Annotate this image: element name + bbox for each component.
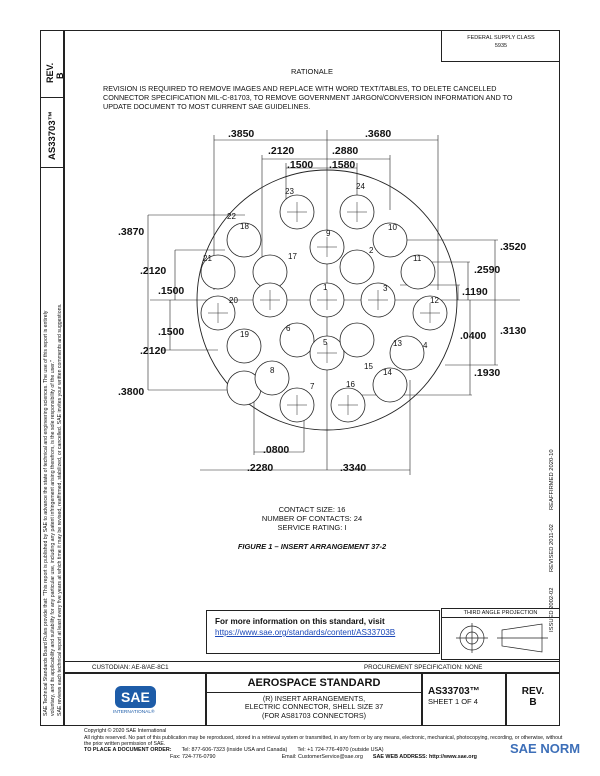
order-info: TO PLACE A DOCUMENT ORDER: Tel: 877-606-… bbox=[84, 747, 477, 761]
standard-desc-1: (R) INSERT ARRANGEMENTS, bbox=[262, 694, 366, 703]
contact-label-5: 5 bbox=[323, 338, 328, 347]
dim-1500: .1500 bbox=[287, 159, 314, 171]
rights-statement: All rights reserved. No part of this pub… bbox=[84, 734, 563, 748]
contact-label-3: 3 bbox=[383, 284, 388, 293]
number-of-contacts: NUMBER OF CONTACTS: 24 bbox=[261, 514, 363, 523]
projection-label: THIRD ANGLE PROJECTION bbox=[442, 609, 559, 618]
contact-label-12: 12 bbox=[430, 296, 439, 305]
contact-label-19: 19 bbox=[240, 330, 249, 339]
contact-label-9: 9 bbox=[326, 229, 331, 238]
dim-top-left: .3850 bbox=[228, 128, 255, 140]
contact-size: CONTACT SIZE: 16 bbox=[278, 505, 346, 514]
dim-bottom-0800: .0800 bbox=[263, 444, 290, 456]
info-box-title: For more information on this standard, v… bbox=[215, 617, 385, 626]
order-label: TO PLACE A DOCUMENT ORDER: bbox=[84, 747, 172, 753]
email[interactable]: Email: CustomerService@sae.org bbox=[281, 753, 363, 760]
contact-label-24: 24 bbox=[356, 182, 365, 191]
dim-left-1500b: .1500 bbox=[158, 326, 185, 338]
dim-left-3800: .3800 bbox=[118, 386, 145, 398]
dim-left-1500a: .1500 bbox=[158, 285, 185, 297]
dim-top-right: .3680 bbox=[365, 128, 392, 140]
fed-supply-class: FEDERAL SUPPLY CLASS bbox=[467, 35, 535, 41]
left-margin-notice: SAE Technical Standards Board Rules prov… bbox=[40, 168, 64, 726]
contact-label-17: 17 bbox=[288, 252, 297, 261]
sheet-number: SHEET 1 OF 4 bbox=[428, 697, 478, 706]
contact-label-11: 11 bbox=[413, 254, 422, 263]
tel-outside: Tel: +1 724-776-4970 (outside USA) bbox=[297, 747, 384, 753]
dim-right-2590: .2590 bbox=[474, 264, 501, 276]
contact-label-4: 4 bbox=[423, 341, 428, 350]
tel-inside: Tel: 877-606-7323 (inside USA and Canada… bbox=[181, 747, 288, 753]
fax: Fax: 724-776-0790 bbox=[170, 753, 216, 760]
contact-label-10: 10 bbox=[388, 223, 397, 232]
copyright-block: Copyright © 2020 SAE International All r… bbox=[84, 728, 564, 748]
dim-right-1190: .1190 bbox=[462, 286, 488, 298]
dim-right-0400: .0400 bbox=[460, 330, 487, 342]
service-rating: SERVICE RATING: I bbox=[277, 523, 347, 532]
contact-label-2: 2 bbox=[369, 246, 374, 255]
rationale-text: REVISION IS REQUIRED TO REMOVE IMAGES AN… bbox=[103, 84, 513, 111]
projection-symbol bbox=[456, 623, 548, 653]
dim-right-1930: .1930 bbox=[474, 367, 501, 379]
dim-2120: .2120 bbox=[268, 145, 295, 157]
doc-number-cell: AS33703™ SHEET 1 OF 4 bbox=[422, 673, 506, 726]
title-cell: AEROSPACE STANDARD (R) INSERT ARRANGEMEN… bbox=[206, 673, 422, 726]
standard-link[interactable]: https://www.sae.org/standards/content/AS… bbox=[215, 628, 396, 637]
contact-label-13: 13 bbox=[393, 339, 402, 348]
standard-desc-3: (FOR AS81703 CONNECTORS) bbox=[261, 710, 367, 720]
web-address[interactable]: SAE WEB ADDRESS: http://www.sae.org bbox=[372, 753, 477, 760]
fed-supply-number: 5935 bbox=[494, 43, 508, 49]
contact-label-15: 15 bbox=[364, 362, 373, 371]
dim-bottom-2280: .2280 bbox=[247, 462, 274, 474]
contact-label-20: 20 bbox=[229, 296, 238, 305]
dim-left-2120b: .2120 bbox=[140, 345, 167, 357]
cavity-centerlines bbox=[208, 202, 440, 415]
dim-1580: .1580 bbox=[329, 159, 356, 171]
doc-number-box: AS33703™ bbox=[40, 98, 64, 168]
third-angle-projection-box: THIRD ANGLE PROJECTION bbox=[441, 608, 560, 660]
rev-box: REV. B bbox=[40, 30, 65, 98]
footer-doc-number: AS33703™ bbox=[428, 686, 480, 697]
dim-bottom-3340: .3340 bbox=[340, 462, 367, 474]
standard-desc-2: ELECTRIC CONNECTOR, SHELL SIZE 37 bbox=[244, 702, 384, 712]
dim-2880: .2880 bbox=[332, 145, 359, 157]
footer-rev-label: REV. bbox=[521, 686, 545, 697]
contact-label-1: 1 bbox=[323, 283, 328, 292]
sae-logo: SAE bbox=[115, 686, 156, 708]
contact-label-16: 16 bbox=[346, 380, 355, 389]
dim-left-2120a: .2120 bbox=[140, 265, 167, 277]
sae-logo-cell: SAE INTERNATIONAL® bbox=[64, 673, 206, 726]
dim-right-3130: .3130 bbox=[500, 325, 527, 337]
custodian: CUSTODIAN: AE-8/AE-8C1 bbox=[92, 664, 169, 671]
sae-logo-sub: INTERNATIONAL® bbox=[113, 710, 155, 715]
fed-supply-box: FEDERAL SUPPLY CLASS 5935 bbox=[441, 30, 560, 62]
contact-label-23: 23 bbox=[285, 187, 294, 196]
rationale-title: RATIONALE bbox=[291, 67, 333, 76]
footer-rev-value: B bbox=[529, 697, 537, 708]
procurement-spec: PROCUREMENT SPECIFICATION: NONE bbox=[364, 664, 483, 671]
contact-label-14: 14 bbox=[383, 368, 392, 377]
info-box: For more information on this standard, v… bbox=[206, 610, 440, 654]
dim-left-3870: .3870 bbox=[118, 226, 145, 238]
contact-label-22: 22 bbox=[227, 212, 236, 221]
copyright: Copyright © 2020 SAE International bbox=[84, 728, 167, 734]
watermark: SAE NORM bbox=[510, 741, 581, 756]
standard-title: AEROSPACE STANDARD bbox=[207, 674, 421, 693]
contact-label-21: 21 bbox=[203, 254, 212, 263]
contact-label-8: 8 bbox=[270, 366, 275, 375]
contact-label-6: 6 bbox=[286, 324, 291, 333]
custodian-bar: CUSTODIAN: AE-8/AE-8C1 PROCUREMENT SPECI… bbox=[64, 661, 560, 673]
footer-rev-cell: REV. B bbox=[506, 673, 560, 726]
figure-caption: FIGURE 1 – INSERT ARRANGEMENT 37-2 bbox=[237, 542, 387, 551]
contact-label-7: 7 bbox=[310, 382, 315, 391]
dim-right-3520: .3520 bbox=[500, 241, 527, 253]
contact-label-18: 18 bbox=[240, 222, 249, 231]
